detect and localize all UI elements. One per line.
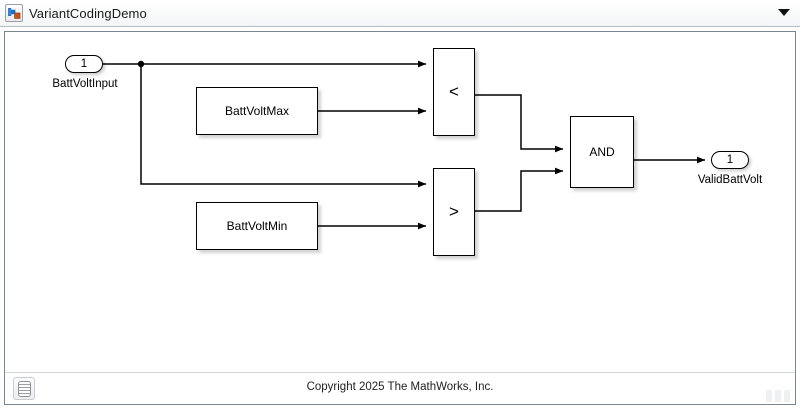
- relational-operator-label-less-than: <: [449, 82, 459, 101]
- resize-grip-icon[interactable]: [766, 390, 792, 402]
- outport-number: 1: [726, 154, 734, 166]
- constant-label-battvoltmin: BattVoltMin: [226, 219, 288, 233]
- status-bar: Copyright 2025 The MathWorks, Inc.: [5, 372, 795, 404]
- inport-number: 1: [80, 58, 88, 70]
- signal-lines: [101, 60, 706, 230]
- copyright-text: Copyright 2025 The MathWorks, Inc.: [306, 381, 494, 393]
- window-title: VariantCodingDemo: [29, 5, 147, 21]
- inport-label: BattVoltInput: [52, 78, 118, 90]
- relational-operator-block-less-than[interactable]: <: [433, 48, 475, 136]
- window-titlebar: VariantCodingDemo: [0, 0, 800, 27]
- chevron-down-icon[interactable]: [778, 9, 790, 16]
- relational-operator-block-greater-than[interactable]: >: [433, 168, 475, 256]
- logical-operator-block-and[interactable]: AND: [570, 116, 634, 188]
- outport-block[interactable]: 1: [711, 151, 749, 169]
- resize-grip-bar: [775, 390, 781, 402]
- layer-stack-icon[interactable]: [13, 377, 35, 400]
- relational-operator-label-greater-than: >: [449, 202, 459, 221]
- inport-block[interactable]: 1: [65, 55, 103, 73]
- simulink-model-icon: [5, 4, 23, 22]
- outport-label: ValidBattVolt: [697, 174, 763, 186]
- signal-branch-point: [137, 60, 145, 68]
- model-canvas[interactable]: 1 BattVoltInput BattVoltMax BattVoltMin …: [5, 32, 795, 372]
- layer-stack-glyph: [18, 381, 31, 397]
- resize-grip-bar: [784, 390, 790, 402]
- model-canvas-frame: 1 BattVoltInput BattVoltMax BattVoltMin …: [4, 31, 796, 405]
- constant-label-battvoltmax: BattVoltMax: [224, 104, 290, 118]
- resize-grip-bar: [766, 390, 772, 402]
- constant-block-battvoltmax[interactable]: BattVoltMax: [196, 87, 318, 135]
- logical-operator-label-and: AND: [589, 145, 615, 159]
- constant-block-battvoltmin[interactable]: BattVoltMin: [196, 202, 318, 250]
